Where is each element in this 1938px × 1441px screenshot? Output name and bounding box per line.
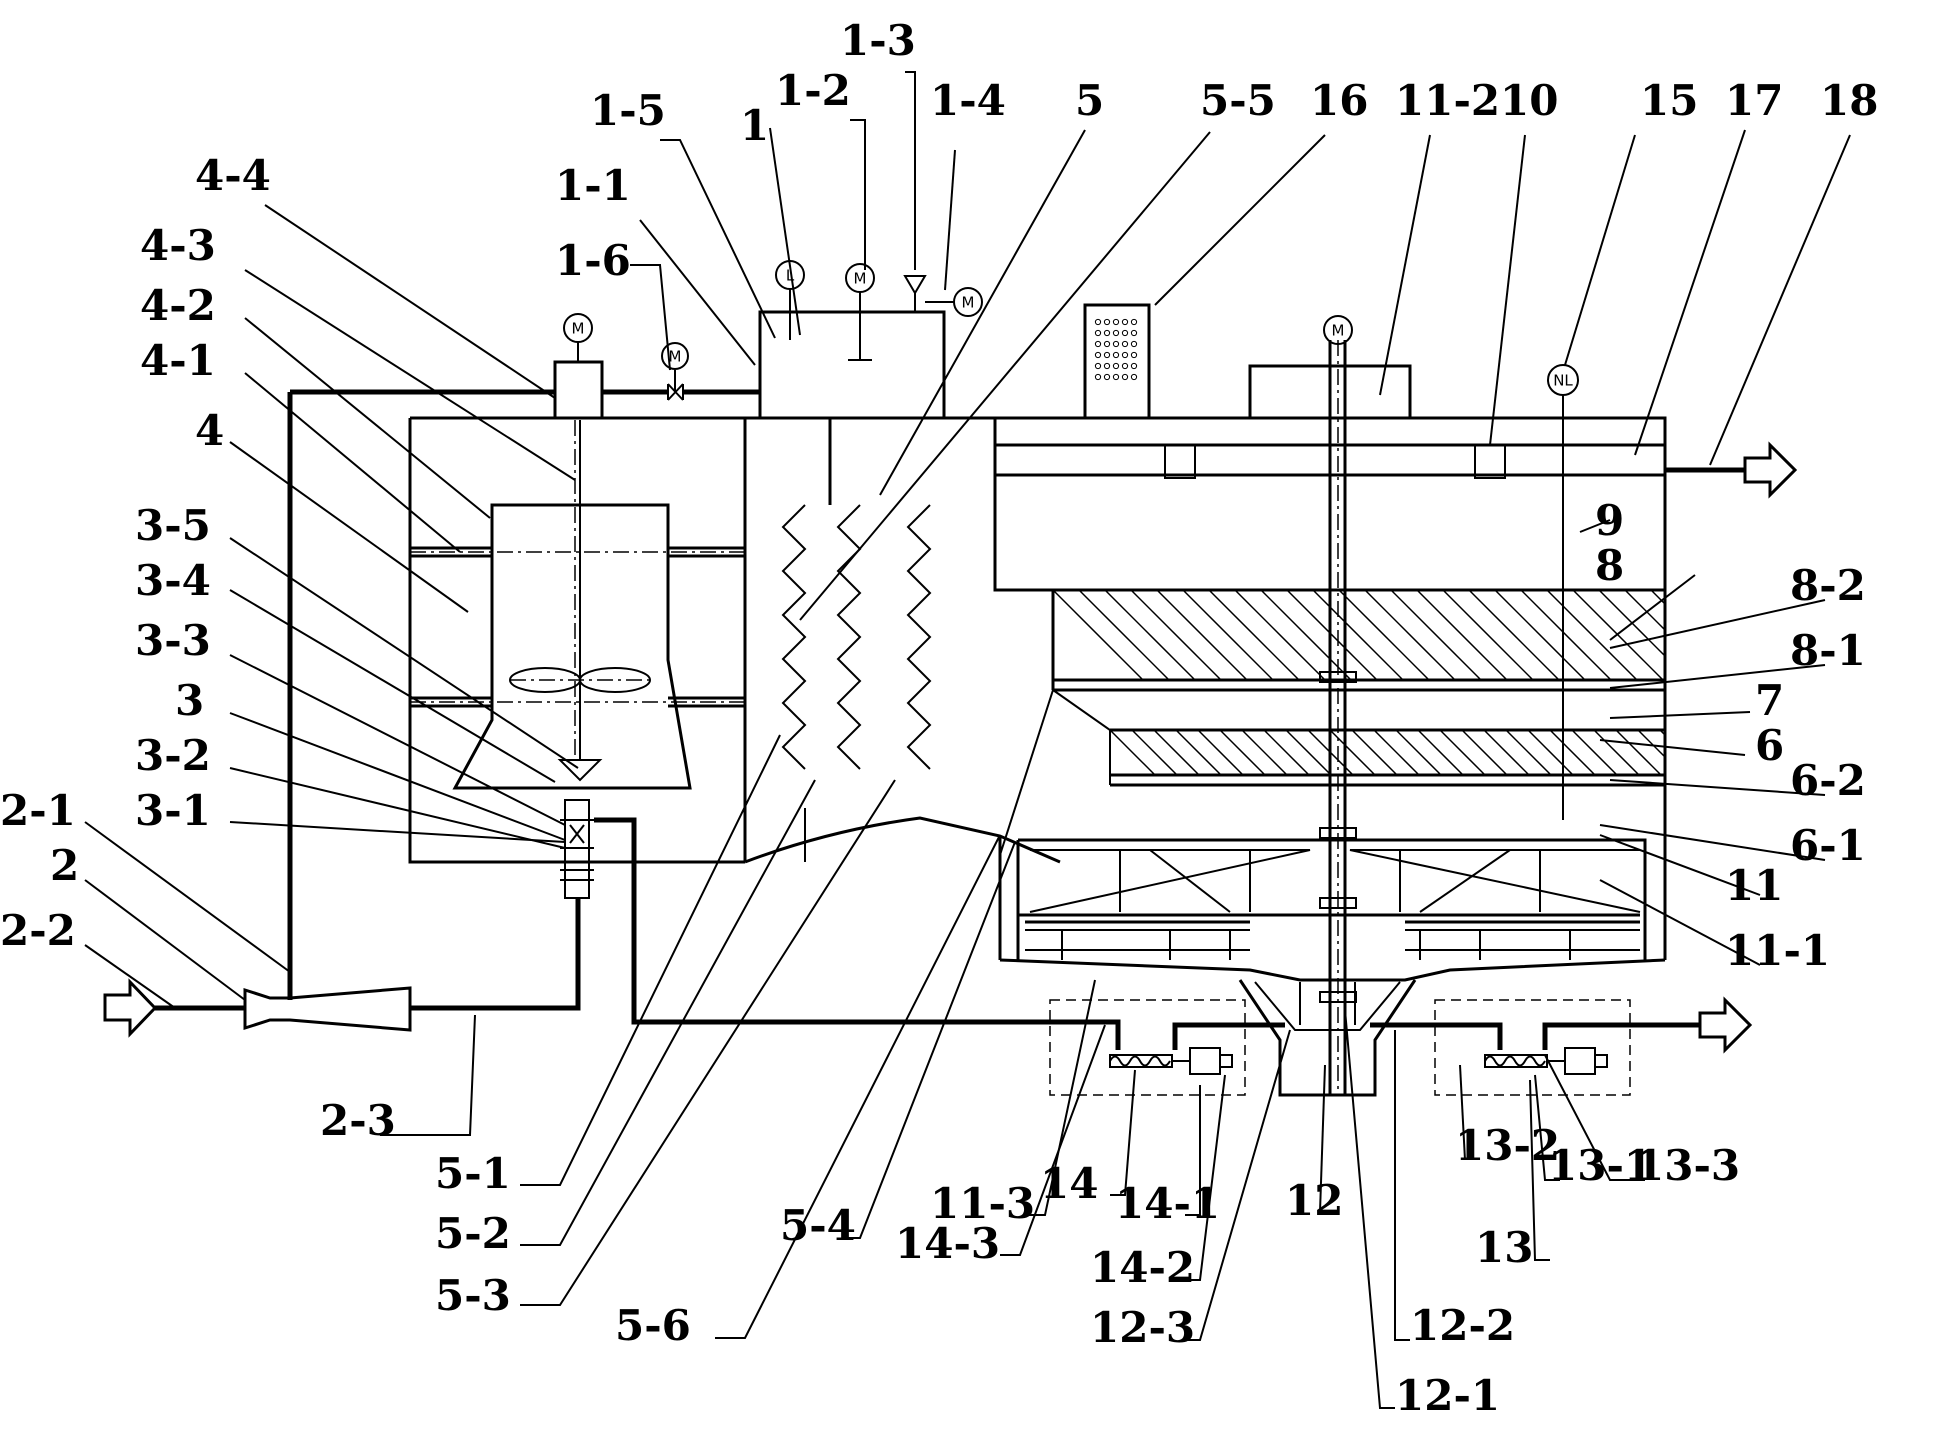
level-sensor-symbol: NL — [1553, 372, 1573, 390]
dosing-pump-symbol: M — [962, 294, 975, 312]
label-5-6: 5-6 — [615, 1301, 691, 1350]
label-13-2: 13-2 — [1455, 1121, 1560, 1170]
label-12-1: 12-1 — [1395, 1371, 1500, 1420]
label-1: 1 — [740, 101, 769, 150]
label-2-1: 2-1 — [0, 786, 76, 835]
label-5-1: 5-1 — [435, 1149, 511, 1198]
label-11-3: 11-3 — [930, 1179, 1035, 1228]
valve-motor-symbol: M — [669, 348, 682, 366]
level-gauge-symbol: L — [786, 267, 795, 285]
label-1-1: 1-1 — [555, 161, 631, 210]
scraper-motor-symbol: M — [1332, 322, 1345, 340]
label-3: 3 — [175, 676, 204, 725]
label-12-2: 12-2 — [1410, 1301, 1515, 1350]
label-6: 6 — [1755, 721, 1784, 770]
label-8: 8 — [1595, 541, 1624, 590]
dosing-mixer-symbol: M — [854, 270, 867, 288]
label-14-2: 14-2 — [1090, 1243, 1195, 1292]
label-5-4: 5-4 — [780, 1201, 856, 1250]
label-18: 18 — [1820, 76, 1878, 125]
label-12: 12 — [1285, 1176, 1343, 1225]
valve-motor-icon — [661, 342, 689, 370]
label-3-5: 3-5 — [135, 501, 211, 550]
label-8-2: 8-2 — [1790, 561, 1866, 610]
instrument-symbols: M M L M M M NL — [563, 260, 1579, 396]
label-10: 10 — [1500, 76, 1558, 125]
label-5-3: 5-3 — [435, 1271, 511, 1320]
label-4-4: 4-4 — [195, 151, 271, 200]
vent-dots — [1094, 318, 1138, 381]
dosing-pump-motor-icon — [953, 287, 983, 317]
label-14-1: 14-1 — [1115, 1179, 1220, 1228]
label-2-3: 2-3 — [320, 1096, 396, 1145]
label-1-2: 1-2 — [775, 66, 851, 115]
label-4-1: 4-1 — [140, 336, 216, 385]
label-17: 17 — [1725, 76, 1783, 125]
label-12-3: 12-3 — [1090, 1303, 1195, 1352]
label-2-2: 2-2 — [0, 906, 76, 955]
label-1-4: 1-4 — [930, 76, 1006, 125]
tube-settler-lower — [1109, 729, 1666, 776]
label-8-1: 8-1 — [1790, 626, 1866, 675]
label-3-1: 3-1 — [135, 786, 211, 835]
label-6-2: 6-2 — [1790, 756, 1866, 805]
label-3-2: 3-2 — [135, 731, 211, 780]
label-13: 13 — [1475, 1223, 1533, 1272]
label-14: 14 — [1040, 1159, 1098, 1208]
label-14-3: 14-3 — [895, 1219, 1000, 1268]
label-4-3: 4-3 — [140, 221, 216, 270]
label-5-2: 5-2 — [435, 1209, 511, 1258]
pipework — [103, 275, 1798, 1054]
label-1-6: 1-6 — [555, 236, 631, 285]
label-3-4: 3-4 — [135, 556, 211, 605]
label-1-3: 1-3 — [840, 16, 916, 65]
motor-symbol: M — [572, 320, 585, 338]
scraper-motor-icon — [1323, 315, 1353, 345]
label-13-1: 13-1 — [1548, 1141, 1653, 1190]
level-sensor-icon — [1547, 364, 1579, 396]
main-tank — [408, 303, 1667, 960]
tube-settler-upper — [1052, 589, 1666, 681]
label-16: 16 — [1310, 76, 1368, 125]
reaction-zone — [410, 418, 747, 862]
sludge-scraper — [999, 340, 1666, 1097]
label-11: 11 — [1725, 861, 1783, 910]
label-11-1: 11-1 — [1725, 926, 1830, 975]
control-cabinet — [1083, 303, 1151, 420]
label-4-2: 4-2 — [140, 281, 216, 330]
label-2: 2 — [50, 841, 79, 890]
label-13-3: 13-3 — [1635, 1141, 1740, 1190]
label-7: 7 — [1755, 676, 1784, 725]
label-11-2: 11-2 — [1395, 76, 1500, 125]
label-3-3: 3-3 — [135, 616, 211, 665]
label-4: 4 — [195, 406, 224, 455]
label-6-1: 6-1 — [1790, 821, 1866, 870]
label-1-5: 1-5 — [590, 86, 666, 135]
label-15: 15 — [1640, 76, 1698, 125]
label-5: 5 — [1075, 76, 1104, 125]
label-5-5: 5-5 — [1200, 76, 1276, 125]
label-9: 9 — [1595, 496, 1624, 545]
leader-lines — [84, 71, 1851, 1409]
